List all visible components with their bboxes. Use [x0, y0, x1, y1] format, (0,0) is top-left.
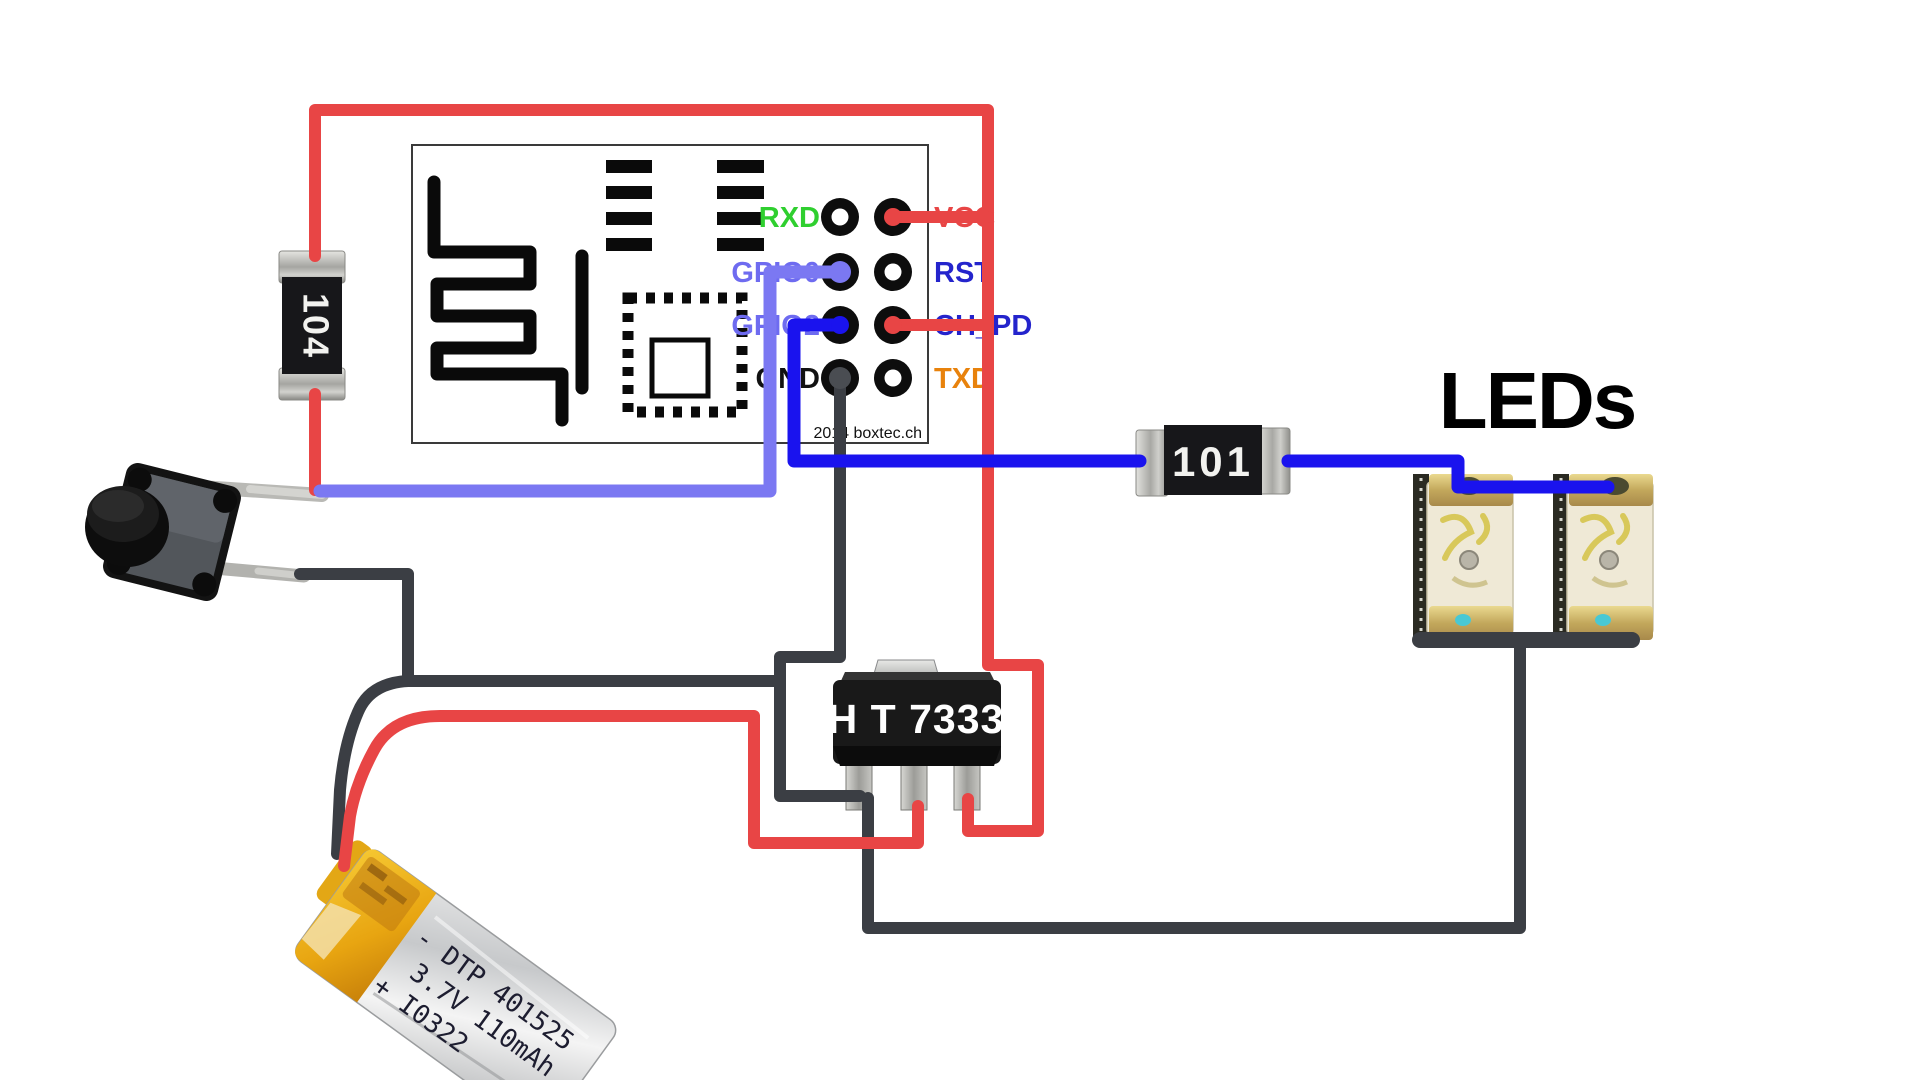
resistor-104-code: 104 [295, 293, 336, 359]
lipo-battery: - DTP 401525 3.7V 110mAh + I0322 [295, 840, 617, 1080]
dot-vcc [884, 208, 902, 226]
wire-regulator-gnd-to-leds [862, 640, 1526, 934]
wire-vcc-rail [309, 104, 1044, 837]
pushbutton-icon [85, 463, 329, 601]
wire-button-to-gnd [294, 568, 786, 687]
dot-chpd [884, 316, 902, 334]
led-2 [1553, 474, 1654, 642]
voltage-regulator-ht7333: H T 7333 [828, 659, 1005, 811]
esp-chip-footprint-icon [622, 292, 748, 418]
resistor-104: 104 [278, 250, 346, 401]
battery-tape-wrap [316, 840, 373, 907]
pin-hole [821, 198, 859, 236]
pin-hole [874, 253, 912, 291]
dot-gpio0 [829, 261, 851, 283]
regulator-marking: H T 7333 [828, 696, 1005, 742]
attribution-text: 2014 boxtec.ch [813, 425, 922, 442]
resistor-101: 101 [1135, 425, 1291, 497]
led-1 [1413, 474, 1514, 642]
wires [294, 104, 1640, 934]
dot-gpio2 [831, 316, 849, 334]
pin-hole [874, 359, 912, 397]
esp8266-module: RXD GPIO0 GPIO2 GND VCC RST CH_PD TXD 20… [411, 144, 1032, 444]
resistor-101-code: 101 [1172, 438, 1254, 485]
wire-gnd-esp-to-regulator [774, 372, 866, 802]
wire-gpio2-to-resistor [787, 318, 1147, 468]
pin-label-rxd: RXD [759, 202, 820, 234]
flash-chip-pads-icon [606, 160, 764, 251]
dot-gnd [829, 367, 851, 389]
wire-battery-negative [331, 675, 426, 860]
regulator-leg-vin [900, 757, 928, 811]
leds-title: LEDs [1439, 356, 1636, 445]
pin-connection-dots [829, 208, 902, 389]
wire-battery-positive [338, 710, 924, 872]
wire-gpio0-to-button [313, 265, 847, 498]
pcb-antenna-icon [427, 175, 589, 427]
wire-resistor-to-leds [1281, 454, 1615, 494]
